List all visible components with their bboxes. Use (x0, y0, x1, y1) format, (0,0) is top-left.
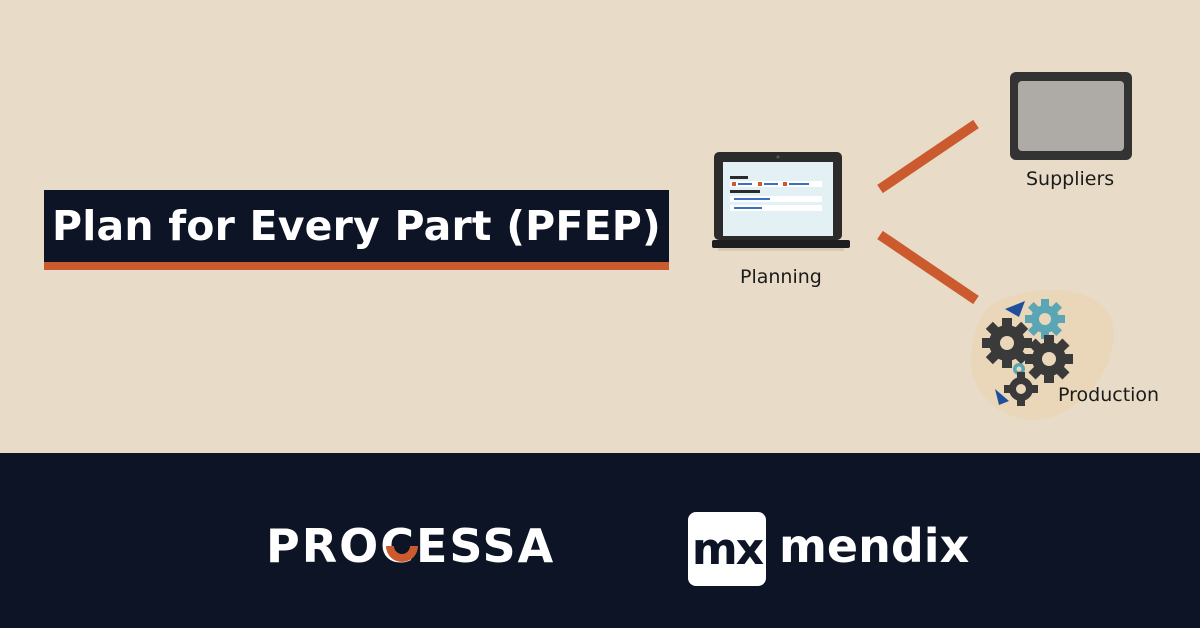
mendix-mark-text: mx (691, 523, 764, 575)
page-title: Plan for Every Part (PFEP) (52, 202, 661, 250)
footer (0, 453, 1200, 628)
processa-c-accent (386, 546, 418, 562)
connector-to-production (877, 230, 979, 305)
gears-icon (970, 289, 1114, 420)
mendix-mark: mx (688, 512, 766, 586)
connector-lines (877, 119, 979, 305)
mendix-logo: mendix (779, 519, 970, 573)
monitor-icon (1010, 72, 1132, 160)
laptop-icon (712, 152, 850, 251)
processa-logo-text: PROCESSA (266, 519, 555, 573)
processa-logo: PROCESSA (266, 519, 555, 573)
suppliers-label: Suppliers (1026, 168, 1115, 190)
title-banner: Plan for Every Part (PFEP) (44, 190, 669, 270)
production-label: Production (1058, 384, 1160, 406)
planning-label: Planning (740, 266, 822, 288)
connector-to-suppliers (877, 119, 979, 194)
